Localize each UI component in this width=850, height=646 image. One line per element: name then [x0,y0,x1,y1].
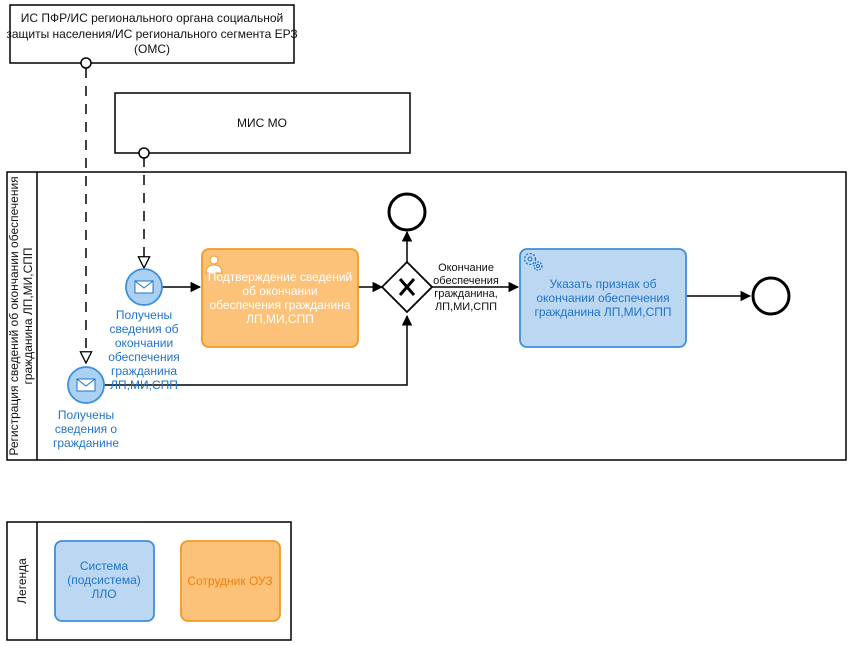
mis-pool: МИС МО [114,92,411,154]
gateway-flow-label-line-2: обеспечения [433,275,499,287]
start-lp-label-line-1: Получены [116,308,172,322]
gear-icon [523,252,543,271]
start-citizen-label-line-1: Получены [58,408,114,422]
task-confirm-label-line-1: Подтверждение сведений [208,270,353,284]
start-event-lp [125,268,163,306]
user-icon [205,255,223,274]
top-pool-label-line-2: защиты населения/ИС регионального сегмен… [6,27,297,41]
legend-system: Система (подсистема) ЛЛО [54,540,155,622]
gateway-flow-label: Окончание обеспечения гражданина, ЛП,МИ,… [433,262,499,313]
start-event-citizen-label: Получены сведения о гражданине [53,408,119,450]
start-lp-label-line-4: обеспечения [108,350,180,364]
end-event-top [387,192,427,232]
top-pool-label-line-1: ИС ПФР/ИС регионального органа социально… [21,11,284,25]
start-citizen-label-line-2: сведения о [55,422,117,436]
start-event-citizen [67,366,105,404]
end-event-right [751,276,791,316]
legend-system-label-line-3: ЛЛО [91,587,116,601]
start-lp-label-line-3: окончании [115,336,173,350]
main-pool-label-line-1: Регистрация сведений об окончании обеспе… [7,176,21,455]
task-set-flag[interactable]: Указать признак об окончании обеспечения… [519,248,687,348]
message-flow-top [80,57,92,363]
start-lp-label-line-6: ЛП,МИ,СПП [110,378,178,392]
message-flow-mis-source-circle [138,147,150,159]
exclusive-gateway[interactable] [380,260,434,314]
task-confirm-label-line-3: обеспечения гражданина [209,298,350,312]
task-confirm-label-line-4: ЛП,МИ,СПП [246,312,314,326]
start-lp-label-line-5: гражданина [111,364,177,378]
message-flow-top-source-circle [80,57,92,69]
mis-pool-label: МИС МО [237,116,287,130]
task-set-flag-label-line-1: Указать признак об [550,277,657,291]
start-citizen-label-line-3: гражданине [53,436,119,450]
main-pool: Регистрация сведений об окончании обеспе… [6,171,847,461]
top-pool: ИС ПФР/ИС регионального органа социально… [6,4,298,64]
main-pool-label-line-2: гражданина ЛП,МИ,СПП [21,247,35,384]
task-set-flag-label-line-3: гражданина ЛП,МИ,СПП [534,305,671,319]
task-confirm-label-line-2: об окончании [242,284,317,298]
legend-system-label-line-2: (подсистема) [67,573,141,587]
gateway-flow-label-line-1: Окончание [438,262,494,274]
task-set-flag-label-line-2: окончании обеспечения [536,291,669,305]
start-lp-label-line-2: сведения об [109,322,178,336]
legend-pool-label: Легенда [15,558,29,604]
flow-citizen-to-gateway [104,314,413,386]
top-pool-label-line-3: (ОМС) [134,42,170,56]
sequence-flows [104,230,752,386]
task-confirm[interactable]: Подтверждение сведений об окончании обес… [201,248,359,348]
legend-system-label-line-1: Система [80,559,129,573]
envelope-icon [76,378,96,392]
x-icon [398,278,416,296]
gateway-flow-label-line-3: гражданина, [434,288,498,300]
gateway-flow-label-line-4: ЛП,МИ,СПП [435,301,497,313]
start-event-lp-label: Получены сведения об окончании обеспечен… [108,308,180,392]
message-flow-mis [138,147,150,268]
legend-employee-label: Сотрудник ОУЗ [187,574,272,588]
envelope-icon [134,280,154,294]
legend-employee: Сотрудник ОУЗ [180,540,281,622]
